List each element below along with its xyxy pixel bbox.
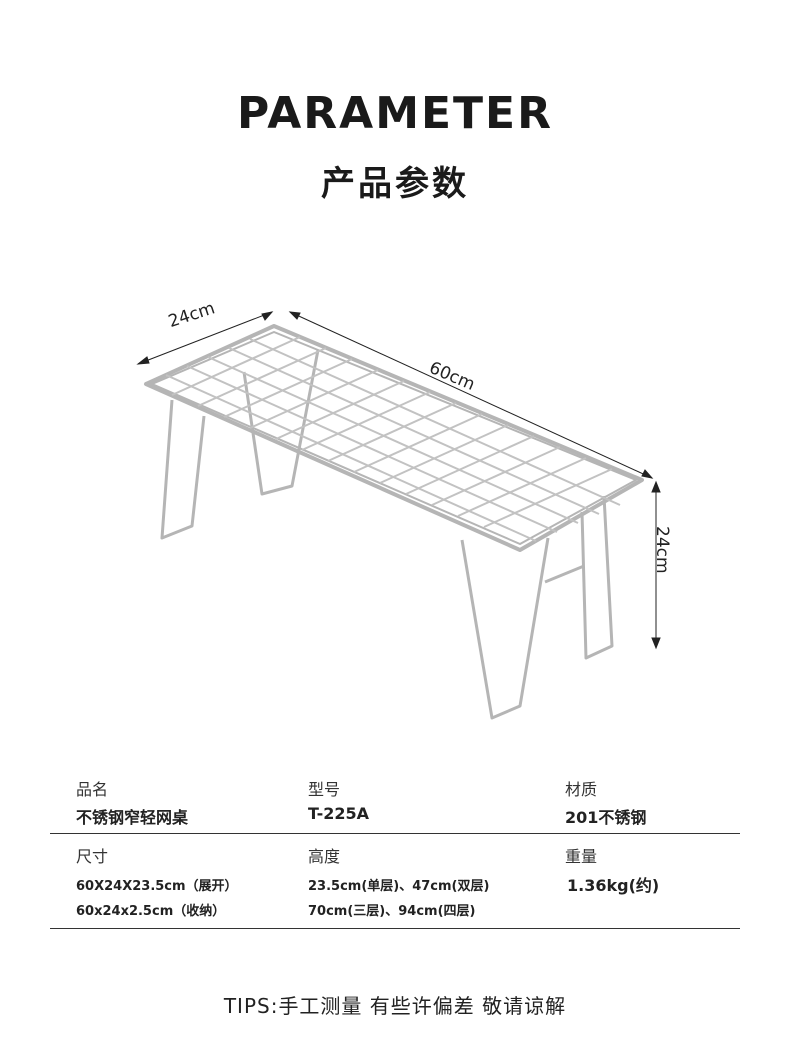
dimension-height-label: 24cm xyxy=(652,526,672,574)
grill-table-illustration xyxy=(136,311,661,720)
page-title-en: PARAMETER xyxy=(237,88,553,139)
height-value-line1: 23.5cm(单层)、47cm(双层) xyxy=(308,879,490,894)
grill-mesh xyxy=(165,336,621,542)
dimension-lines xyxy=(136,311,661,650)
model-value: T-225A xyxy=(308,804,369,823)
height-value-line2: 70cm(三层)、94cm(四层) xyxy=(308,904,476,919)
table-bottom-border xyxy=(50,928,740,929)
material-label: 材质 xyxy=(565,780,598,799)
table-divider xyxy=(50,833,740,834)
material-value: 201不锈钢 xyxy=(565,808,647,827)
name-label: 品名 xyxy=(76,780,109,799)
weight-value: 1.36kg(约) xyxy=(567,876,660,895)
weight-label: 重量 xyxy=(565,847,598,866)
model-label: 型号 xyxy=(308,780,341,799)
size-value-folded: 60x24x2.5cm（收纳） xyxy=(76,904,226,919)
size-value-expanded: 60X24X23.5cm（展开） xyxy=(76,879,238,894)
page-title-zh: 产品参数 xyxy=(321,164,469,204)
tips-note: TIPS:手工测量 有些许偏差 敬请谅解 xyxy=(223,994,567,1018)
height-label: 高度 xyxy=(308,847,341,866)
name-value: 不锈钢窄轻网桌 xyxy=(76,808,189,827)
size-label: 尺寸 xyxy=(76,847,109,866)
